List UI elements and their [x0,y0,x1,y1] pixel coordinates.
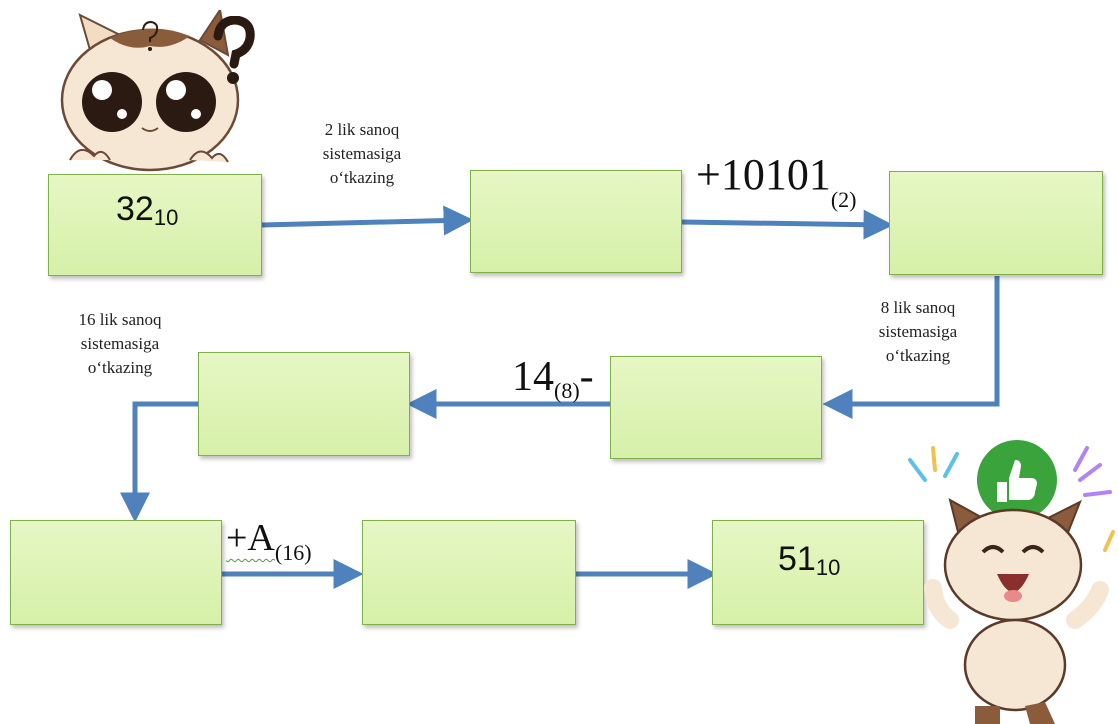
hex-answer-box[interactable] [10,520,222,625]
start-value: 3210 [116,190,179,230]
binary-answer-box[interactable] [470,170,682,273]
question-mark-icon [213,16,255,84]
label-line: o‘tkazing [329,168,395,187]
arrow-box2-to-box3 [681,209,894,240]
diff-octal-answer-box[interactable] [198,352,410,456]
label-line: o‘tkazing [87,358,153,377]
op-add-binary: +10101(2) [696,150,857,212]
final-box [712,520,924,625]
label-to-octal: 8 lik sanoq sistemasiga o‘tkazing [838,296,998,368]
small-question-mark-icon [142,20,159,51]
happy-cat-illustration [908,440,1115,724]
arrow-box1-to-box2 [261,205,474,236]
op-add-hex: +A(16) [226,517,312,565]
label-line: o‘tkazing [885,346,951,365]
label-line: sistemasiga [80,334,160,353]
label-line: 2 lik sanoq [324,120,400,139]
label-line: 16 lik sanoq [78,310,162,329]
label-line: 8 lik sanoq [880,298,956,317]
op-sub-octal: 14(8)- [512,354,594,403]
sum-hex-answer-box[interactable] [362,520,576,625]
label-line: sistemasiga [878,322,958,341]
confused-cat-illustration [60,10,240,172]
thumbs-up-icon [997,460,1037,502]
octal-answer-box[interactable] [610,356,822,459]
arrow-box3-to-box4 [822,276,1000,419]
label-line: sistemasiga [322,144,402,163]
label-to-binary: 2 lik sanoq sistemasiga o‘tkazing [282,118,442,190]
sum-binary-answer-box[interactable] [889,171,1103,275]
final-value: 5110 [778,540,841,580]
label-to-hex: 16 lik sanoq sistemasiga o‘tkazing [40,308,200,380]
arrow-box5-to-box6 [120,401,198,523]
start-box [48,174,262,276]
